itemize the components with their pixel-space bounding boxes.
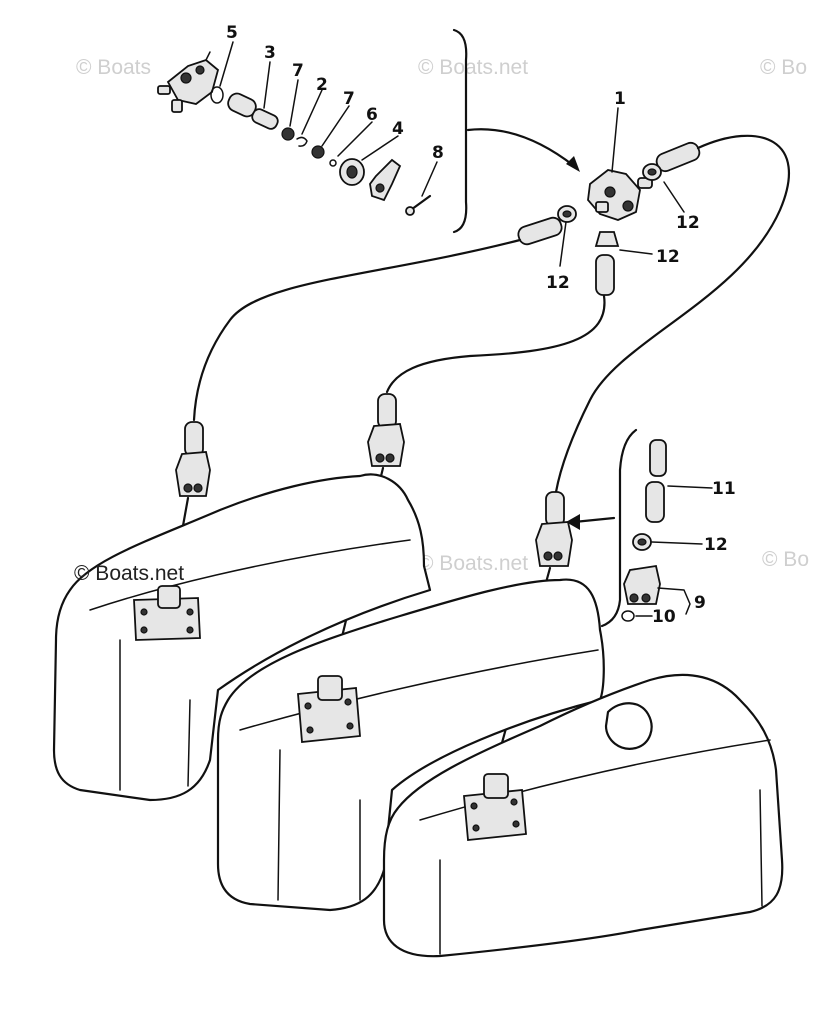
o-ring-7a — [281, 127, 295, 141]
callout-11: 11 — [712, 479, 736, 499]
leader-12c — [559, 221, 567, 267]
fuel-line-left — [192, 238, 522, 422]
callout-12-detail: 12 — [704, 535, 728, 555]
callout-2: 2 — [316, 75, 328, 95]
callout-8: 8 — [432, 143, 444, 163]
leader-1 — [611, 107, 619, 173]
tank-3-cap — [604, 702, 653, 750]
callout-12-bottom: 12 — [656, 247, 680, 267]
valve-body-part — [157, 51, 220, 113]
callout-10: 10 — [652, 607, 676, 627]
fuel-tank-2 — [216, 578, 605, 912]
screw-8 — [405, 194, 432, 216]
leader-12d — [651, 541, 703, 545]
o-ring-5 — [210, 86, 224, 104]
ball-6 — [329, 159, 337, 167]
watermark-mid-center: © Boats.net — [418, 552, 528, 575]
o-ring-7b — [311, 145, 325, 159]
exploded-view-arrow — [466, 128, 576, 168]
detail-clip-12 — [632, 533, 652, 551]
watermark-top-left: © Boats — [76, 56, 151, 79]
tank-2-fitting — [297, 675, 361, 743]
valve-cylinder-part-3 — [227, 92, 279, 130]
connector-center — [367, 393, 405, 467]
hose-left-upper — [517, 205, 577, 246]
tank-1-fitting — [133, 585, 201, 641]
callout-3: 3 — [264, 43, 276, 63]
callout-1: 1 — [614, 89, 626, 109]
detail-hose-short — [649, 439, 667, 477]
watermark-top-mid: © Boats.net — [418, 56, 528, 79]
callout-4: 4 — [392, 119, 404, 139]
connector-left — [175, 421, 211, 497]
leader-9 — [657, 587, 691, 615]
valve-lever-part-4 — [339, 158, 402, 202]
callout-12-right: 12 — [676, 213, 700, 233]
exploded-view-arrow-head — [566, 156, 580, 172]
detail-arrow-head — [566, 514, 580, 530]
detail-hose-11 — [645, 481, 665, 523]
detail-arrow — [572, 516, 616, 524]
callout-7-upper: 7 — [292, 61, 304, 81]
detail-o-ring-10 — [621, 610, 635, 622]
fuel-tank-3 — [382, 673, 784, 958]
fuel-line-center — [385, 294, 606, 394]
connector-right — [535, 491, 573, 567]
callout-9: 9 — [694, 593, 706, 613]
leader-11 — [667, 485, 713, 489]
spring-2 — [296, 136, 308, 147]
watermark-mid-left: © Boats.net — [74, 562, 184, 585]
fuel-tank-1 — [52, 473, 432, 802]
fuel-line-right — [554, 134, 791, 494]
tank-3-fitting — [463, 773, 527, 841]
hose-right-upper — [642, 141, 701, 181]
hose-bottom-vertical — [594, 231, 620, 296]
callout-6: 6 — [366, 105, 378, 125]
callout-7-lower: 7 — [343, 89, 355, 109]
watermark-mid-right: © Bo — [762, 548, 809, 571]
exploded-view-bracket — [452, 28, 468, 234]
detail-connector-9 — [623, 564, 661, 605]
leader-12a — [663, 181, 685, 213]
detail-bracket — [600, 428, 638, 628]
callout-12-left: 12 — [546, 273, 570, 293]
callout-5: 5 — [226, 23, 238, 43]
leader-12b — [619, 249, 653, 255]
watermark-top-right: © Bo — [760, 56, 807, 79]
three-way-valve-assembled — [587, 169, 653, 221]
valve-exploded-group — [157, 41, 438, 216]
